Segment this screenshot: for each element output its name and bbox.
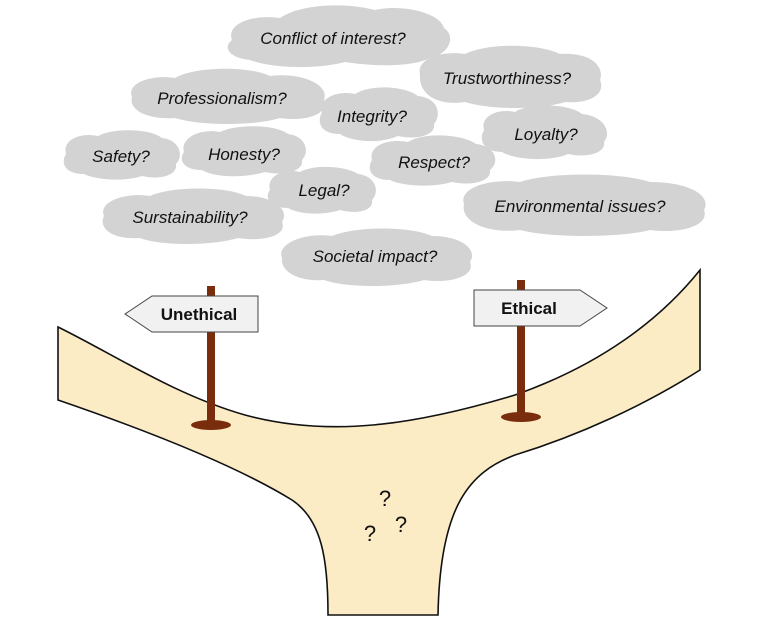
sign-label-ethical: Ethical [501, 299, 557, 318]
cloud-label: Integrity? [337, 107, 407, 126]
cloud-trustworthiness: Trustworthiness? [419, 45, 602, 108]
cloud-label: Loyalty? [514, 125, 578, 144]
cloud-honesty: Honesty? [181, 126, 306, 177]
cloud-label: Societal impact? [313, 247, 438, 266]
cloud-societal-impact: Societal impact? [281, 228, 473, 286]
question-mark: ? [395, 512, 407, 537]
cloud-label: Trustworthiness? [443, 69, 572, 88]
cloud-respect: Respect? [369, 135, 496, 186]
sign-board-left [124, 295, 259, 333]
cloud-label: Professionalism? [157, 89, 287, 108]
cloud-label: Environmental issues? [494, 197, 666, 216]
cloud-safety: Safety? [63, 130, 180, 180]
cloud-surstainability: Surstainability? [102, 188, 285, 244]
sign-label-unethical: Unethical [161, 305, 238, 324]
cloud-label: Surstainability? [132, 208, 248, 227]
cloud-integrity: Integrity? [319, 87, 438, 142]
post-pole [517, 280, 525, 418]
signpost-ethical: Ethical [473, 280, 608, 422]
cloud-environmental-issues: Environmental issues? [463, 174, 706, 236]
cloud-legal: Legal? [267, 166, 376, 214]
sign-board-right [473, 289, 608, 327]
road [57, 267, 701, 616]
cloud-conflict-of-interest: Conflict of interest? [227, 5, 451, 68]
question-mark: ? [364, 521, 376, 546]
cloud-label: Safety? [92, 147, 150, 166]
question-mark: ? [379, 486, 391, 511]
cloud-loyalty: Loyalty? [481, 105, 608, 160]
cloud-professionalism: Professionalism? [131, 68, 325, 124]
cloud-label: Honesty? [208, 145, 280, 164]
signpost-unethical: Unethical [124, 286, 259, 430]
cloud-label: Conflict of interest? [260, 29, 406, 48]
cloud-label: Respect? [398, 153, 470, 172]
cloud-label: Legal? [298, 181, 350, 200]
post-pole [207, 286, 215, 426]
